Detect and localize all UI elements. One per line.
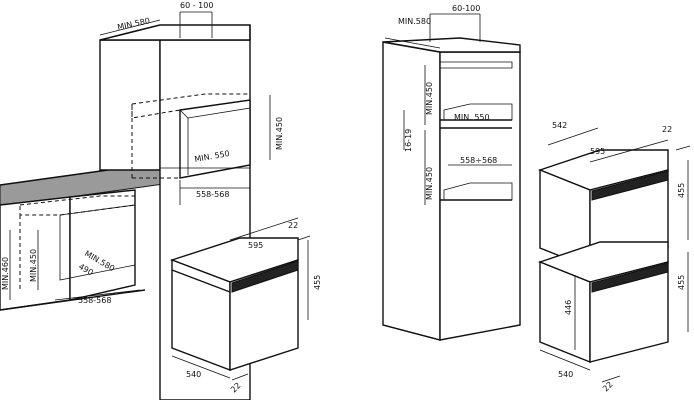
- right-dim-446: 446: [564, 300, 573, 315]
- right-dim-60-100: 60-100: [452, 4, 480, 13]
- left-dim-under-width: 558-568: [78, 296, 111, 305]
- left-dim-min450: MIN.450: [275, 117, 284, 150]
- right-dim-min450-upper: MIN.450: [425, 82, 434, 115]
- right-dim-min550: MIN. 550: [454, 113, 490, 122]
- left-dim-top-range: 60 - 100: [180, 1, 213, 10]
- right-dim-540: 540: [558, 370, 573, 379]
- left-dim-oven-depth: 540: [186, 370, 201, 379]
- left-dim-oven-height: 455: [313, 275, 322, 290]
- right-lower-oven: [537, 241, 669, 364]
- left-niche: [131, 93, 251, 179]
- left-dim-under-min450: MIN.450: [29, 249, 38, 282]
- right-column: [382, 37, 521, 341]
- left-oven: [169, 237, 299, 372]
- right-dim-22: 22: [662, 125, 672, 134]
- right-dim-595: 595: [590, 147, 605, 156]
- right-dim-455-lower: 455: [677, 275, 686, 290]
- left-undercounter: [0, 189, 146, 311]
- left-dim-oven-width: 595: [248, 241, 263, 250]
- right-dim-558-568: 558÷568: [460, 156, 497, 165]
- right-dim-455-upper: 455: [677, 183, 686, 198]
- right-dim-542: 542: [552, 121, 567, 130]
- left-dimension-lines: [9, 11, 311, 381]
- right-oven-dimension-lines: [539, 127, 691, 383]
- left-dim-under-min460: MIN.460: [1, 257, 10, 290]
- right-dim-min580: MIN.580: [398, 17, 431, 26]
- right-dimension-lines: [384, 13, 512, 205]
- left-dim-oven-side: 22: [288, 221, 298, 230]
- left-dim-niche-width: 558-568: [196, 190, 229, 199]
- right-dim-16-19: 16-19: [404, 129, 413, 152]
- right-dim-min450-lower: MIN.450: [425, 167, 434, 200]
